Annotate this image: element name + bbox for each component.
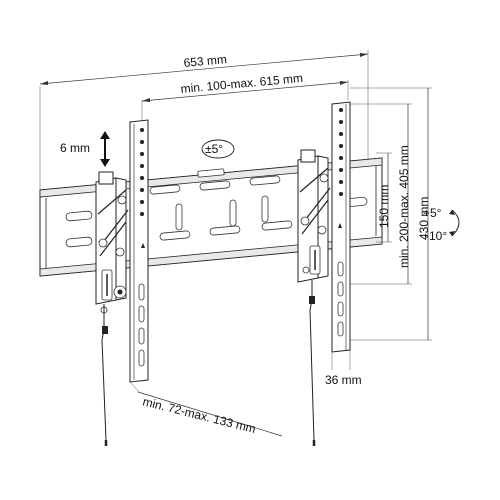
wall-plate	[39, 157, 383, 277]
right-arm	[331, 101, 351, 353]
bracket-range-label: min. 200-max. 405 mm	[397, 145, 411, 268]
stud-spacing-label: min. 100-max. 615 mm	[180, 71, 303, 96]
tilt-symbol: ±5°	[201, 139, 235, 159]
arm-width-label: 36 mm	[325, 373, 362, 387]
left-bracket-mechanism	[95, 171, 129, 446]
dim-total-width: 653 mm	[39, 50, 369, 270]
tilt-angles: +5° -10°	[423, 206, 460, 243]
dim-bracket-range: min. 200-max. 405 mm	[350, 103, 412, 285]
dim-vertical-adjust: 6 mm	[60, 131, 110, 167]
dim-arm-width: 36 mm	[325, 350, 362, 387]
tilt-up-label: +5°	[423, 206, 442, 220]
total-width-label: 653 mm	[183, 52, 227, 70]
dim-plate-height: 150 mm	[376, 152, 392, 243]
left-arm	[129, 119, 149, 383]
tilt-down-label: -10°	[425, 229, 447, 243]
dim-stud-spacing: min. 100-max. 615 mm	[141, 71, 349, 125]
tilt-symbol-label: ±5°	[205, 142, 223, 156]
right-bracket-mechanism	[297, 149, 331, 446]
arm-height-label: 430 mm	[417, 197, 431, 240]
updown-arrow-icon	[100, 131, 110, 167]
depth-range-label: min. 72-max. 133 mm	[141, 394, 257, 436]
vertical-adjust-label: 6 mm	[60, 141, 90, 155]
dim-depth-range: min. 72-max. 133 mm	[129, 381, 283, 437]
tilt-arc-icon	[451, 209, 460, 237]
dim-arm-height: 430 mm	[350, 87, 432, 341]
plate-height-label: 150 mm	[377, 185, 391, 228]
